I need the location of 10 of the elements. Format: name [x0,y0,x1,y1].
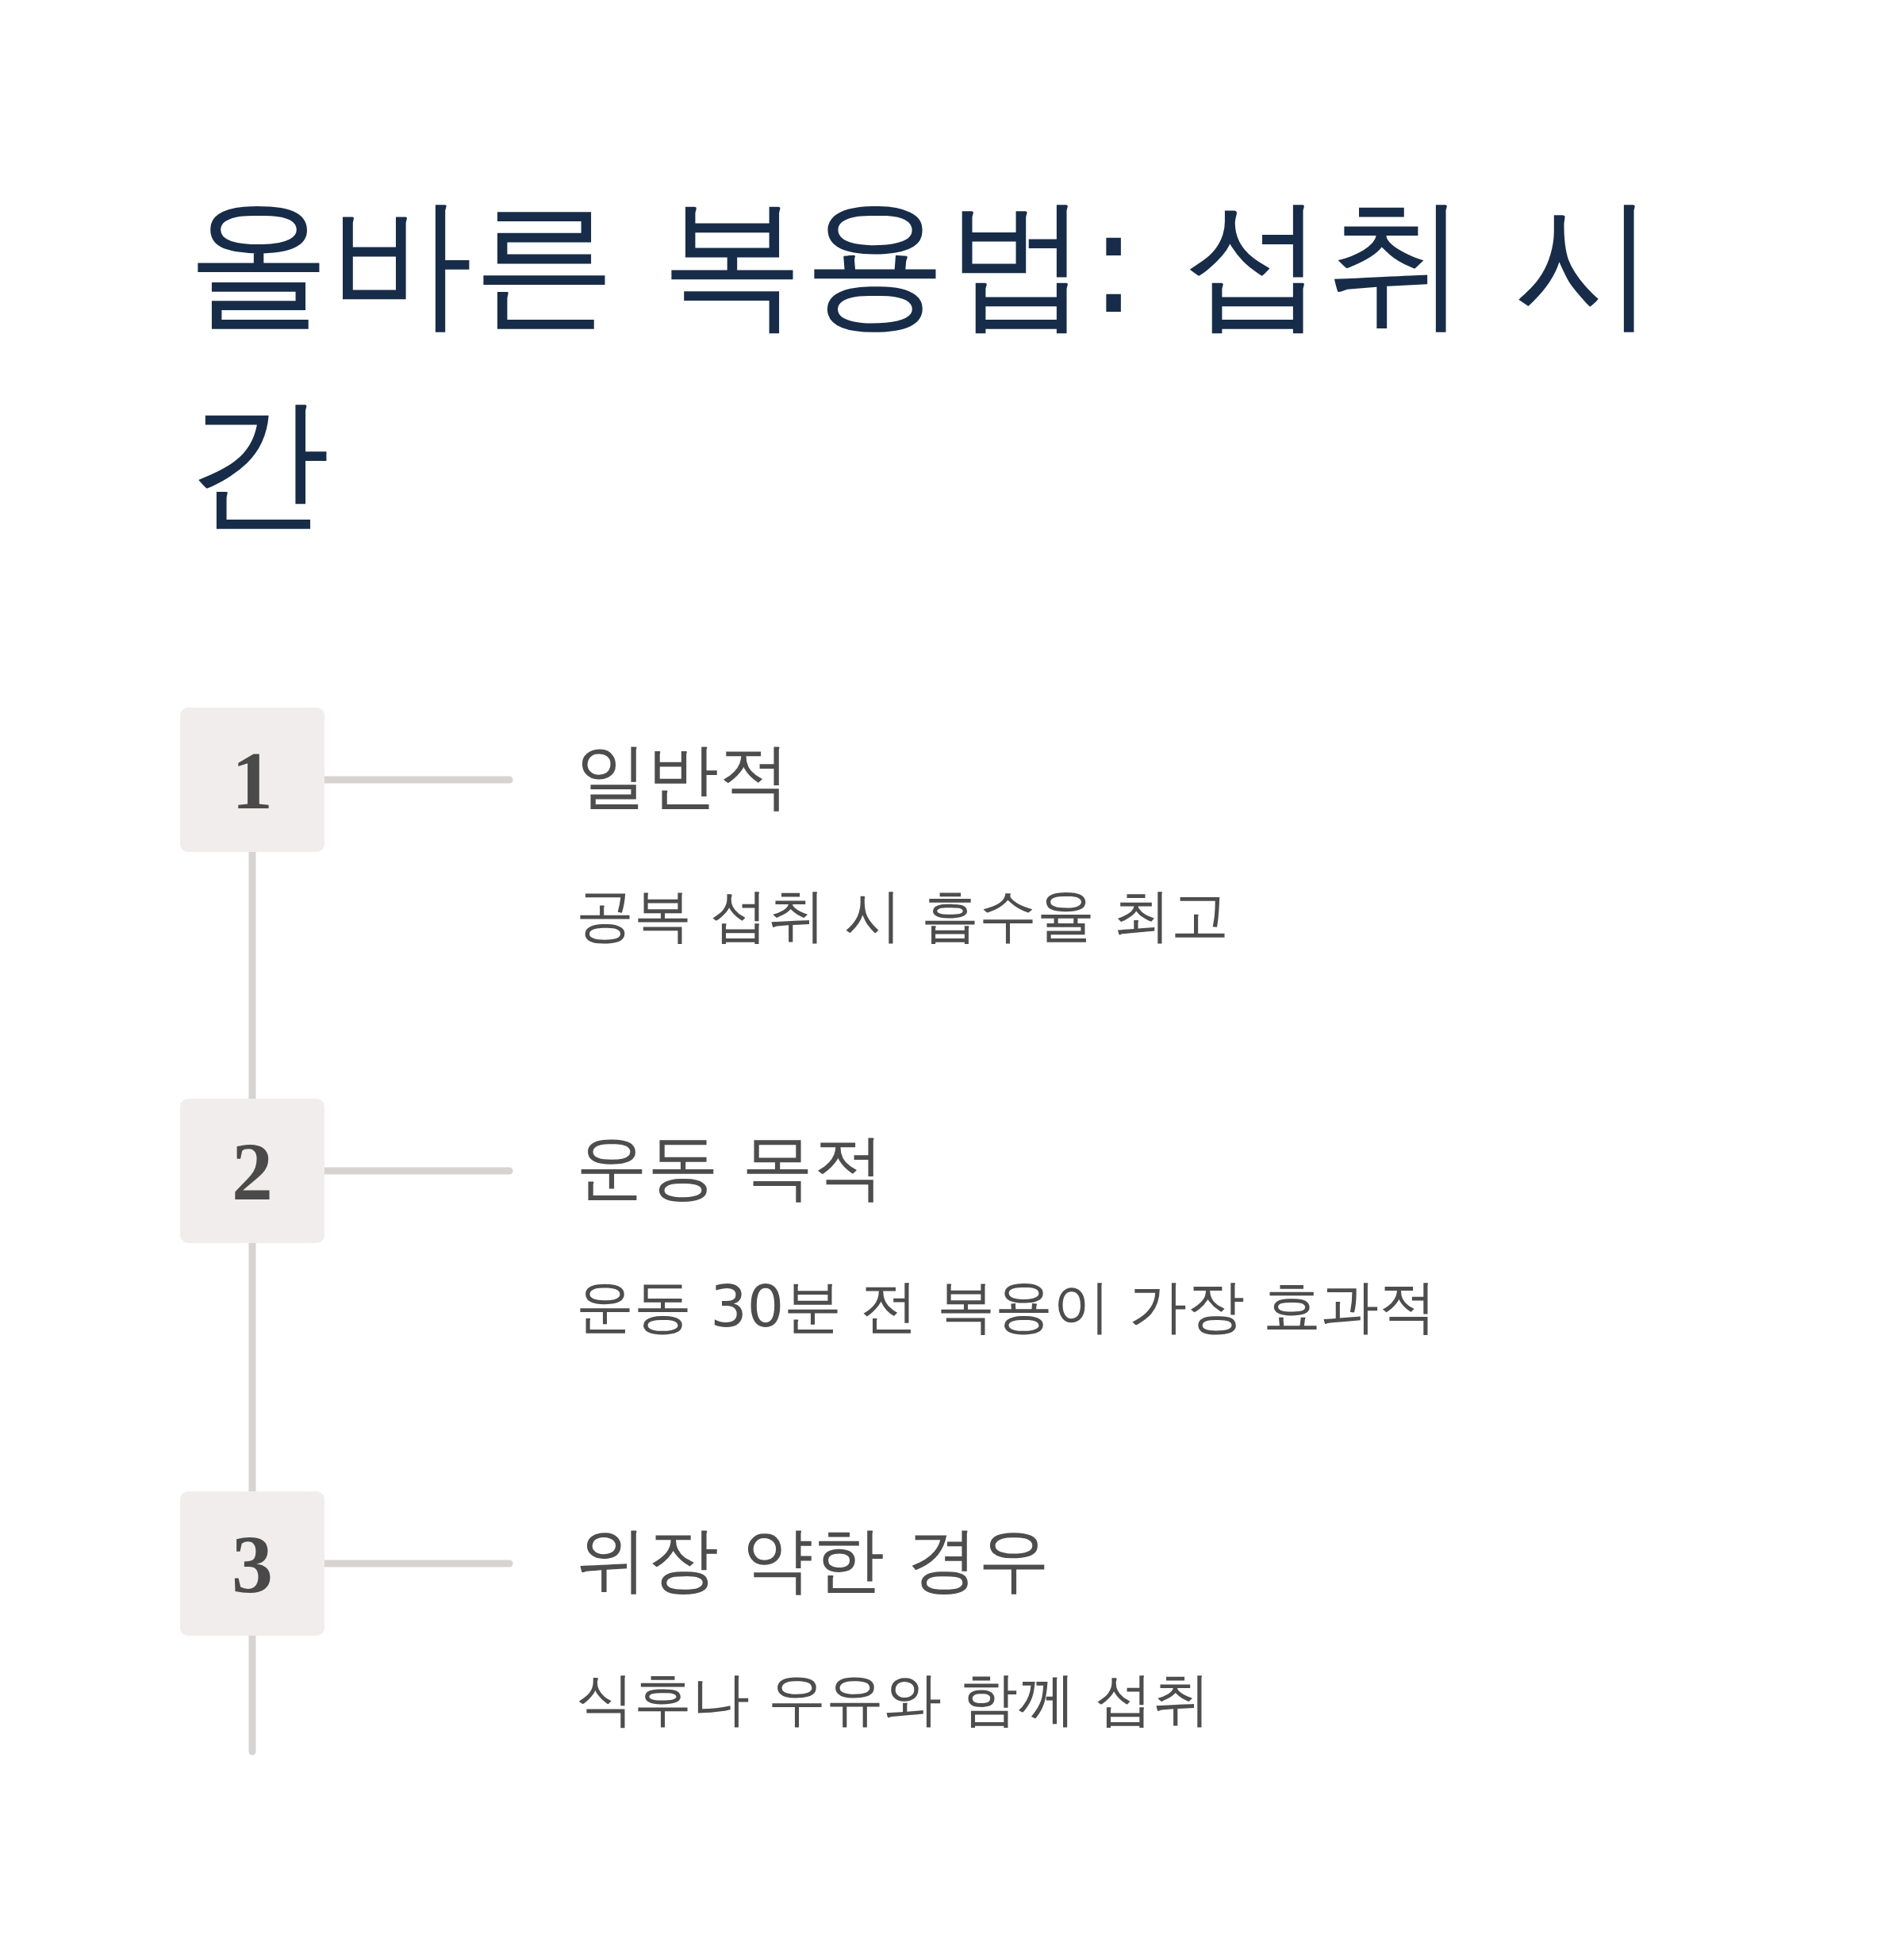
step-description: 운동 30분 전 복용이 가장 효과적 [576,1272,1437,1341]
title: 올바른 복용법: 섭취 시간 [187,178,1658,547]
step-number-tile: 3 [180,1491,324,1636]
step-heading: 위장 약한 경우 [576,1517,1050,1602]
step-description: 식후나 우유와 함께 섭취 [576,1664,1211,1734]
step-description: 공복 섭취 시 흡수율 최고 [576,881,1229,950]
step-heading: 일반적 [576,733,790,819]
step-number-tile: 2 [180,1099,324,1243]
step-heading: 운동 목적 [576,1124,885,1210]
step-number-tile: 1 [180,708,324,852]
